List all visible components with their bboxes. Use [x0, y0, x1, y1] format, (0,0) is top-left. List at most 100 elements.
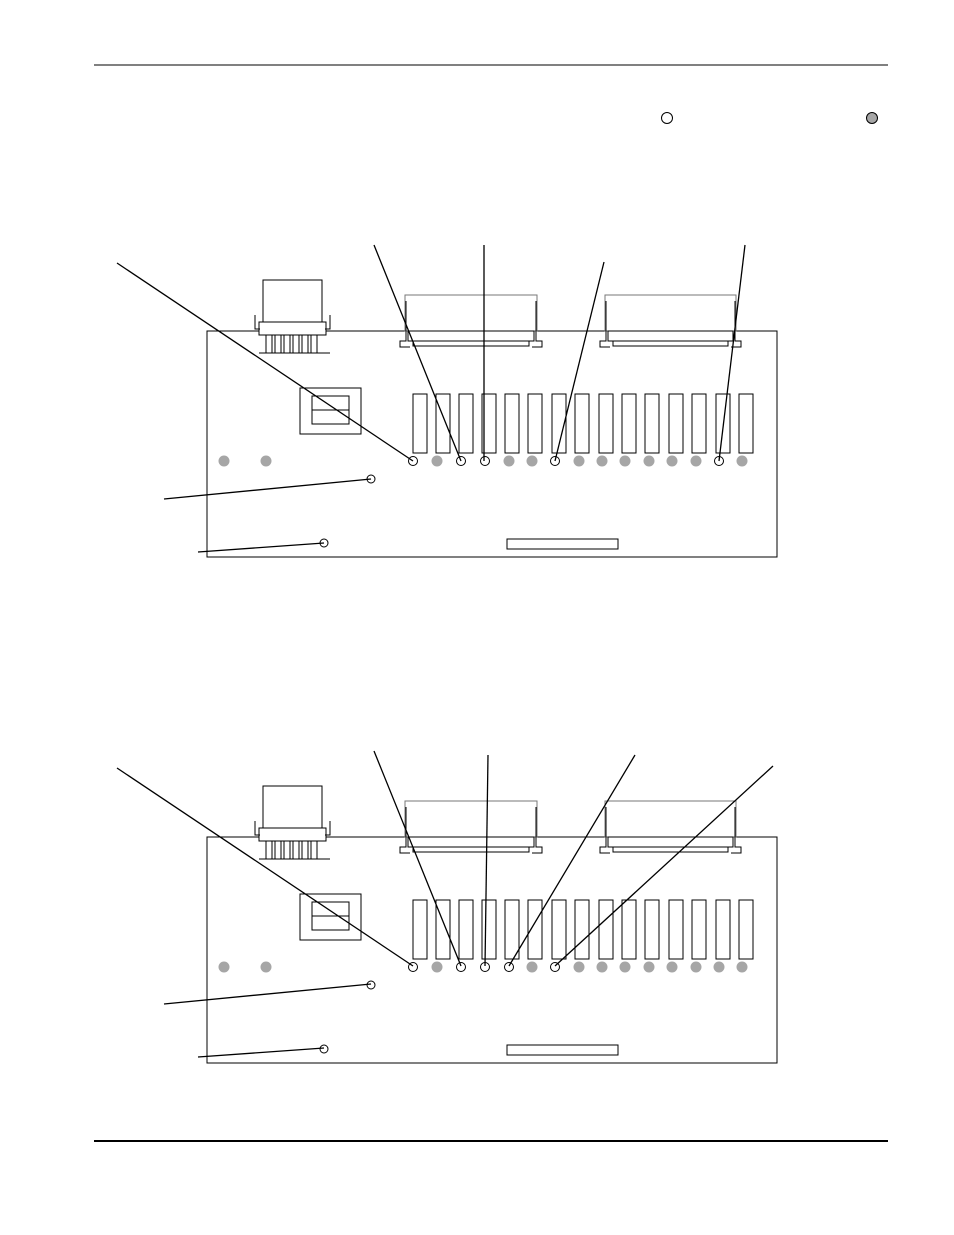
heatsink-fin [301, 334, 309, 354]
ribbon-connector-body [407, 330, 535, 342]
module-slot [435, 899, 451, 960]
callout-line [163, 478, 372, 500]
ribbon-connector-ears [399, 807, 543, 854]
led-off-icon [596, 455, 608, 467]
heatsink-fin [265, 840, 273, 860]
module-slot [574, 393, 590, 454]
led-off-icon [690, 961, 702, 973]
heatsink-fin [274, 334, 282, 354]
ribbon-connector-body [607, 836, 734, 848]
ribbon-connector-latch [612, 846, 729, 853]
module-slot [481, 393, 497, 454]
heatsink-fin [274, 840, 282, 860]
led-off-icon [666, 961, 678, 973]
module-slot [458, 899, 474, 960]
ribbon-connector-latch [412, 846, 530, 853]
led-off-icon [260, 961, 272, 973]
module-slot [738, 899, 754, 960]
led-off-icon [596, 961, 608, 973]
heatsink-base [258, 827, 327, 842]
led-off-icon [526, 455, 538, 467]
callout-line [373, 750, 462, 967]
legend [661, 112, 878, 124]
callout-line [373, 244, 462, 462]
heatsink-base [258, 321, 327, 336]
module-slot [504, 393, 520, 454]
led-off-icon [218, 961, 230, 973]
module-slot [412, 899, 428, 960]
module-slot [527, 899, 543, 960]
ribbon-connector-ears [599, 807, 742, 854]
module-slot [551, 393, 567, 454]
led-on-icon [319, 1044, 329, 1054]
led-off-icon [713, 961, 725, 973]
heatsink-fin [292, 334, 300, 354]
led-off-icon [431, 455, 443, 467]
ribbon-connector [404, 800, 538, 838]
module-slot [527, 393, 543, 454]
module-slot [574, 899, 590, 960]
module-slot [691, 393, 707, 454]
callout-line [197, 542, 325, 553]
heatsink-fin [310, 334, 318, 354]
callout-line [554, 765, 774, 967]
heatsink-fin [310, 840, 318, 860]
module-slot [621, 393, 637, 454]
label-strip [506, 1044, 619, 1056]
module-slot [412, 393, 428, 454]
led-off-icon [573, 961, 585, 973]
module-slot [598, 393, 614, 454]
label-strip [506, 538, 619, 550]
module-slot [715, 393, 731, 454]
heatsink-clips [254, 821, 331, 836]
module-slot [668, 899, 684, 960]
callout-line [554, 261, 605, 462]
led-on-icon [504, 962, 514, 972]
led-off-icon [736, 961, 748, 973]
led-off-icon [573, 455, 585, 467]
ribbon-connector-body [407, 836, 535, 848]
led-off-icon [218, 455, 230, 467]
heatsink-fin [283, 334, 291, 354]
led-off-icon [619, 455, 631, 467]
callout-line [116, 767, 414, 967]
ribbon-connector [604, 800, 737, 838]
callout-line [163, 983, 372, 1005]
led-off-icon [736, 455, 748, 467]
led-off-icon [643, 961, 655, 973]
module-slot [738, 393, 754, 454]
led-off-icon [866, 112, 878, 124]
module-slot [598, 899, 614, 960]
ribbon-connector-ears [399, 301, 543, 348]
led-off-icon [503, 455, 515, 467]
heatsink-clips [254, 315, 331, 330]
switch-housing [299, 387, 362, 435]
led-on-icon [661, 112, 673, 124]
led-off-icon [260, 455, 272, 467]
callout-line [197, 1047, 325, 1058]
led-off-icon [619, 961, 631, 973]
module-slot [715, 899, 731, 960]
module-slot [435, 393, 451, 454]
board-diagram-1 [116, 244, 778, 558]
led-on-icon [480, 456, 490, 466]
power-connector [262, 785, 323, 829]
ribbon-connector-latch [612, 340, 729, 347]
heatsink-fin [265, 334, 273, 354]
ribbon-connector [604, 294, 737, 332]
module-slot [644, 393, 660, 454]
module-slot [551, 899, 567, 960]
module-slot [644, 899, 660, 960]
led-off-icon [526, 961, 538, 973]
ribbon-connector-body [607, 330, 734, 342]
heatsink-fin [292, 840, 300, 860]
callout-line [508, 754, 636, 967]
led-off-icon [690, 455, 702, 467]
callout-line [718, 244, 746, 462]
heatsink-fin [301, 840, 309, 860]
led-off-icon [643, 455, 655, 467]
callout-line [484, 754, 489, 967]
ribbon-connector [404, 294, 538, 332]
led-off-icon [431, 961, 443, 973]
